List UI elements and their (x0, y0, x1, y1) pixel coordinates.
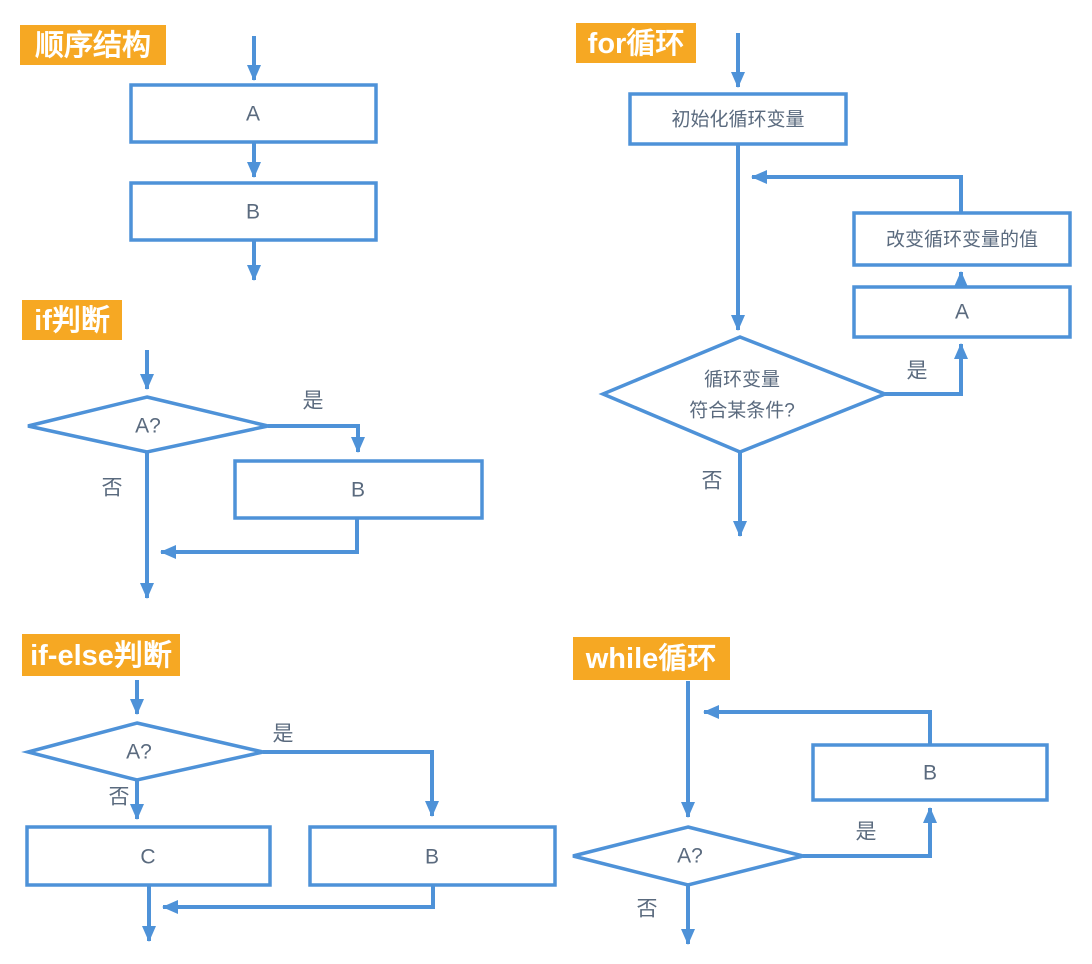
process-box-b-label: B (246, 201, 260, 224)
for-loop-section: for循环 初始化循环变量 改变循环变量的值 A 循环变量 符合某条件? 是 否 (576, 23, 1072, 537)
if-else-condition-label: A? (126, 741, 152, 764)
loop-body-box-b (811, 743, 1049, 802)
if-else-badge-label: if-else判断 (30, 639, 172, 672)
loop-back-connector (703, 705, 932, 745)
merge-connector (160, 518, 359, 559)
if-badge-label: if判断 (34, 304, 110, 337)
merge-connector (162, 885, 435, 914)
while-badge-label: while循环 (585, 642, 717, 675)
yes-label: 是 (273, 723, 294, 746)
loop-body-box-a-label: A (955, 301, 969, 324)
process-box-b-label: B (351, 479, 365, 502)
loop-condition-diamond (598, 335, 890, 454)
if-condition-label: A? (135, 415, 161, 438)
if-else-section: if-else判断 A? 是 否 C B (21, 634, 557, 942)
while-badge (573, 637, 730, 680)
yes-branch-connector (268, 424, 365, 453)
no-label: 否 (109, 786, 130, 809)
if-section: if判断 A? 是 B 否 (22, 300, 484, 599)
for-loop-badge-label: for循环 (588, 27, 685, 60)
yes-label: 是 (856, 821, 877, 844)
process-box-c-label: C (140, 846, 155, 869)
yes-branch-connector (803, 807, 937, 858)
loop-condition-line1: 循环变量 (704, 369, 780, 391)
while-loop-section: while循环 B A? 是 否 (572, 637, 1049, 945)
no-label: 否 (102, 477, 123, 500)
process-box-b (308, 825, 557, 887)
if-else-badge (22, 634, 180, 676)
update-loop-variable-label: 改变循环变量的值 (886, 229, 1038, 251)
no-label: 否 (637, 898, 658, 921)
loop-body-box-b-label: B (923, 762, 937, 785)
yes-label: 是 (303, 390, 324, 413)
process-box-b-label: B (425, 846, 439, 869)
update-loop-variable-box (852, 211, 1072, 267)
init-loop-variable-label: 初始化循环变量 (671, 109, 804, 131)
yes-branch-connector (263, 750, 439, 817)
process-box-a-label: A (246, 103, 260, 126)
for-loop-badge (576, 23, 696, 63)
sequence-badge-label: 顺序结构 (35, 28, 151, 62)
yes-branch-connector (885, 343, 968, 396)
loop-condition-line2: 符合某条件? (689, 400, 795, 422)
no-label: 否 (702, 470, 723, 493)
loop-body-box-a (852, 285, 1072, 339)
sequence-section: 顺序结构 A B (20, 25, 378, 281)
while-condition-label: A? (677, 845, 703, 868)
yes-label: 是 (907, 360, 928, 383)
if-badge (22, 300, 122, 340)
process-box-a (129, 83, 378, 144)
loop-back-connector (751, 170, 963, 213)
sequence-badge (20, 25, 166, 65)
